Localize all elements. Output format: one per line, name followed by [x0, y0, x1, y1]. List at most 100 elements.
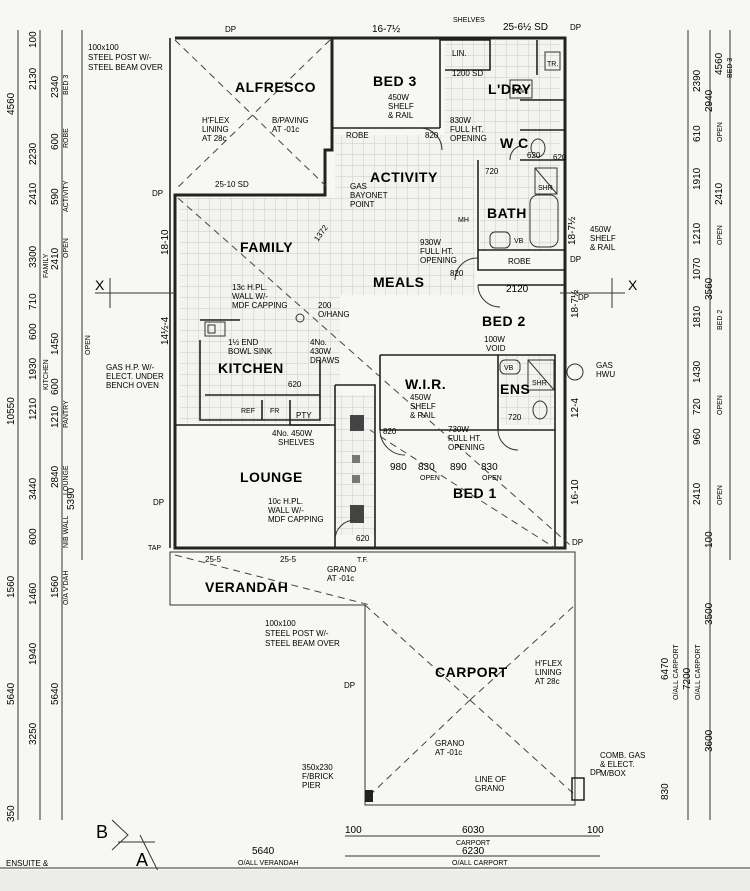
- note-opening-930w: 930W FULL HT. OPENING: [420, 238, 457, 265]
- verandah-carport-outline: [169, 551, 585, 806]
- note-line-of-grano: LINE OF GRANO: [475, 775, 508, 793]
- room-meals: MEALS: [373, 274, 425, 290]
- dim-820: 820: [450, 269, 464, 278]
- dim-right-label: OPEN: [717, 122, 724, 142]
- dim-right: 2410: [692, 482, 703, 505]
- dim-1810: 18-10: [160, 229, 171, 255]
- note-tap: TAP: [148, 545, 161, 552]
- room-bed1: BED 1: [453, 485, 497, 501]
- dim-left-label: OPEN: [63, 238, 70, 258]
- note-gas-hwu: GAS HWU: [596, 361, 615, 379]
- dim-right: 7200: [682, 667, 693, 690]
- dp-label: DP: [570, 23, 581, 32]
- fixture-trough: TR.: [547, 61, 558, 68]
- dim-open: OPEN: [482, 475, 502, 482]
- dim-left-inner: 600: [50, 133, 61, 150]
- room-ensuite: ENS: [500, 381, 530, 397]
- note-ensuite: ENSUITE &: [6, 859, 49, 868]
- fixture-washing-machine: W.M.: [512, 88, 528, 95]
- dim-left-mid: 2410: [28, 182, 39, 205]
- fixture-robe-bed3: ROBE: [346, 131, 369, 140]
- dp-label: DP: [578, 293, 589, 302]
- dim-left-label: LOUNGE: [63, 465, 70, 495]
- dim-left-inner: 600: [50, 378, 61, 395]
- paver-strip: [350, 415, 364, 523]
- dim-720: 720: [485, 167, 499, 176]
- dim-left-inner: 590: [50, 188, 61, 205]
- door-swings: [334, 127, 521, 541]
- section-marker-b: B: [96, 822, 109, 842]
- fixture-labels: LIN. TR. W.M. ROBE SHR VB MH ROBE SHR VB…: [241, 49, 558, 420]
- note-shelves-4no: 4No. 450W SHELVES: [272, 429, 314, 447]
- dim-right: 1910: [692, 167, 703, 190]
- dim-left-label: ROBE: [63, 128, 70, 148]
- note-hpl-wall: 13c H.PL. WALL W/- MDF CAPPING: [232, 283, 288, 310]
- interior-dimensions: 620 820 620 720 18-7½ 820 18-10 14½-4 21…: [160, 131, 581, 564]
- dim-right: 960: [692, 428, 703, 445]
- dp-label: DP: [152, 189, 163, 198]
- dim-top-1675: 16-7½: [372, 24, 401, 35]
- dim-right: 3500: [704, 602, 715, 625]
- dim-left-label: OPEN: [85, 335, 92, 355]
- dim-1610: 16-10: [570, 479, 581, 505]
- dim-right-label: BED 2: [717, 310, 724, 330]
- note-draws: 4No. 430W DRAWS: [310, 338, 339, 365]
- dim-1424: 14½-4: [160, 316, 171, 345]
- dp-label: DP: [344, 681, 355, 690]
- dim-left-mid: 1460: [28, 582, 39, 605]
- room-wir: W.I.R.: [405, 376, 446, 392]
- dim-bottom-oall-verandah: O/ALL VERANDAH: [238, 860, 298, 867]
- dim-bottom-6030: 6030: [462, 825, 485, 836]
- dim-left-mid: 3440: [28, 477, 39, 500]
- dim-right: 3600: [704, 729, 715, 752]
- dim-left-inner: 1210: [50, 405, 61, 428]
- room-family: FAMILY: [240, 239, 293, 255]
- dim-left-outer: 4560: [6, 92, 17, 115]
- dim-2120: 2120: [506, 284, 529, 295]
- left-dimension-rails: [17, 30, 83, 820]
- dim-right: 1430: [692, 360, 703, 383]
- note-sliding-door: 25-10 SD: [215, 180, 249, 189]
- room-labels: ALFRESCO BED 3 L'DRY ACTIVITY W C FAMILY…: [205, 73, 531, 680]
- dim-right: 100: [704, 531, 715, 548]
- fixture-linen: LIN.: [452, 49, 467, 58]
- fixture-vanity-ens: VB: [504, 365, 514, 372]
- dp-label: DP: [153, 498, 164, 507]
- dim-left-mid: 3250: [28, 722, 39, 745]
- dim-bottom-oall-carport: O/ALL CARPORT: [452, 860, 508, 867]
- note-gas-bayonet: GAS BAYONET POINT: [350, 182, 390, 209]
- fixture-manhole: MH: [458, 217, 469, 224]
- dim-890: 890: [450, 462, 467, 473]
- fixture-pantry: PTY: [296, 411, 312, 420]
- note-sink: 1½ END BOWL SINK: [228, 338, 273, 356]
- dp-label: DP: [572, 538, 583, 547]
- dim-left-mid: 3300: [28, 245, 39, 268]
- dim-left-label: FAMILY: [43, 253, 50, 278]
- dim-left-mid: 600: [28, 323, 39, 340]
- dim-right: 3560: [704, 277, 715, 300]
- dim-left-mid: 2230: [28, 142, 39, 165]
- room-wc: W C: [500, 135, 529, 151]
- note-bed3-shelf: 450W SHELF & RAIL: [388, 93, 416, 120]
- dim-left-outer: 350: [6, 805, 17, 822]
- dim-left-mid: 100: [28, 31, 39, 48]
- room-bed3: BED 3: [373, 73, 417, 89]
- dim-left-label: ACTIVITY: [63, 180, 70, 212]
- dim-left-inner: 2840: [50, 465, 61, 488]
- fixture-fridge: REF: [241, 408, 255, 415]
- downpipe-labels: DP DP DP DP DP DP DP DP DP: [152, 23, 601, 777]
- right-dimension-rails: [687, 30, 731, 820]
- dim-left-inner: 5640: [50, 682, 61, 705]
- note-shelves-top: SHELVES: [453, 17, 485, 24]
- note-shelf-bed2: 450W SHELF & RAIL: [590, 225, 618, 252]
- dim-620: 620: [527, 151, 541, 160]
- dim-right: 1810: [692, 305, 703, 328]
- dim-255: 25-5: [205, 555, 222, 564]
- dim-right: 610: [692, 125, 703, 142]
- dim-left-label: PANTRY: [63, 400, 70, 428]
- dim-right: 4560: [714, 52, 725, 75]
- dim-1875: 18-7½: [570, 289, 581, 318]
- dim-left-outer: 1560: [6, 575, 17, 598]
- dim-820: 820: [425, 131, 439, 140]
- dim-620: 620: [553, 153, 567, 162]
